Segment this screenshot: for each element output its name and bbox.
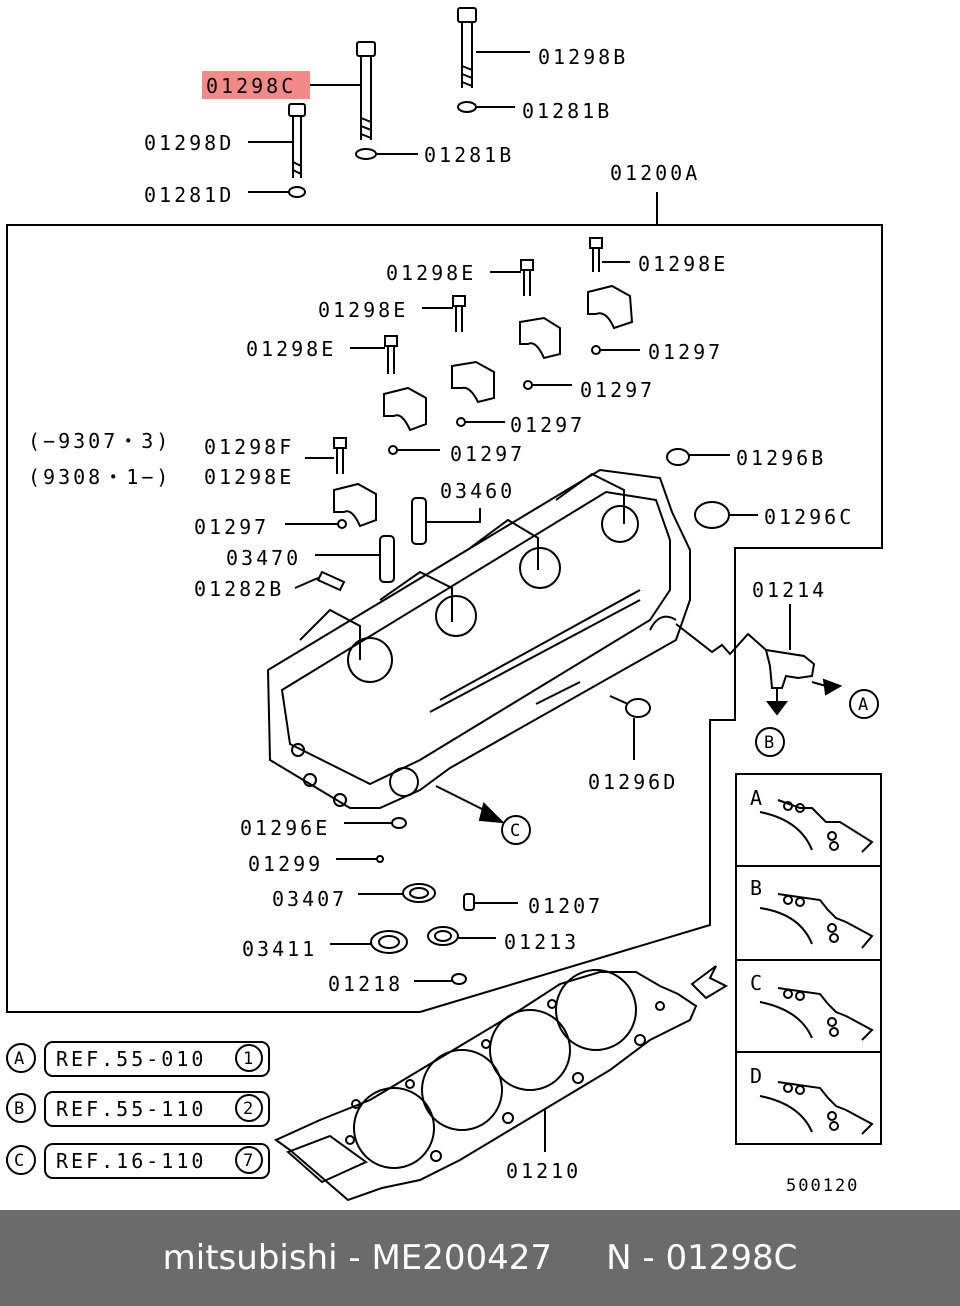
footer-ref-code: 01298C xyxy=(665,1238,798,1278)
variant-a-sketch xyxy=(759,799,874,853)
footer-part-number: ME200427 xyxy=(371,1238,553,1278)
label-01214: 01214 xyxy=(752,578,827,602)
label-01298E-2: 01298E xyxy=(386,261,476,285)
variant-c-sketch xyxy=(759,987,874,1041)
label-01297-2: 01297 xyxy=(580,378,655,402)
ref-b-num: 2 xyxy=(243,1099,255,1119)
part-labels: 01298B 01281B 01298C 01298D 01281B 01281… xyxy=(14,45,870,1196)
variant-label-a: A xyxy=(750,786,765,810)
cylinder-head xyxy=(266,468,691,809)
label-01213: 01213 xyxy=(504,930,579,954)
label-01296B: 01296B xyxy=(736,446,826,470)
dowel-pins xyxy=(285,345,640,529)
footer-bar: mitsubishi - ME200427 N - 01298C xyxy=(0,1210,960,1306)
ref-c-text: REF.16-110 xyxy=(56,1149,206,1173)
ref-a-num: 1 xyxy=(243,1049,255,1069)
parts-diagram: 01298B 01281B 01298C 01298D 01281B 01281… xyxy=(6,7,883,1202)
ref-c-num: 7 xyxy=(243,1151,255,1171)
bolt-01298D xyxy=(248,103,306,178)
ref-a-text: REF.55-010 xyxy=(56,1047,206,1071)
label-01281B: 01281B xyxy=(424,143,514,167)
label-01297-4: 01297 xyxy=(450,442,525,466)
label-01297-3: 01297 xyxy=(510,413,585,437)
highlight-01298C xyxy=(202,71,310,99)
variant-label-c: C xyxy=(750,971,765,995)
label-01281D: 01281D xyxy=(144,183,234,207)
label-01298B: 01298B xyxy=(538,45,628,69)
bolt-01298E-group xyxy=(305,237,630,474)
label-01298D: 01298D xyxy=(144,131,234,155)
label-01296E: 01296E xyxy=(240,816,330,840)
label-01298E-5: 01298E xyxy=(204,465,294,489)
footer-gap xyxy=(552,1238,606,1278)
fitting-01214 xyxy=(764,648,816,689)
footer-sep-2: - xyxy=(631,1238,666,1278)
marker-b: B xyxy=(764,733,776,753)
label-01296C: 01296C xyxy=(764,505,854,529)
bolt-01298C xyxy=(310,41,376,140)
label-03411: 03411 xyxy=(242,937,317,961)
label-01200A: 01200A xyxy=(610,161,700,185)
ref-boxes xyxy=(6,1041,270,1179)
label-01297-5: 01297 xyxy=(194,515,269,539)
label-01218: 01218 xyxy=(328,972,403,996)
label-range-1: (−9307・3) xyxy=(28,429,171,453)
label-01299: 01299 xyxy=(248,852,323,876)
variant-d-sketch xyxy=(759,1081,874,1135)
label-01210: 01210 xyxy=(506,1159,581,1183)
head-gasket xyxy=(274,969,698,1202)
ref-b-letter: B xyxy=(14,1099,26,1119)
cam-caps xyxy=(333,284,634,528)
variant-b-sketch xyxy=(759,893,874,949)
figure-code: 500120 xyxy=(786,1176,859,1196)
variant-label-d: D xyxy=(750,1064,765,1088)
marker-c: C xyxy=(510,821,522,841)
assembly-frame xyxy=(6,224,883,1013)
label-range-2: (9308・1−) xyxy=(28,465,171,489)
label-01298E-1: 01298E xyxy=(638,252,728,276)
label-01298E-3: 01298E xyxy=(318,298,408,322)
ref-c-letter: C xyxy=(14,1151,26,1171)
ref-a-letter: A xyxy=(14,1049,26,1069)
label-01298F: 01298F xyxy=(204,435,294,459)
label-01296D: 01296D xyxy=(588,770,678,794)
label-01297-1: 01297 xyxy=(648,340,723,364)
label-01281B-top: 01281B xyxy=(522,99,612,123)
ref-b-text: REF.55-110 xyxy=(56,1097,206,1121)
label-03460: 03460 xyxy=(440,479,515,503)
marker-a: A xyxy=(858,695,870,715)
footer-sep-1: - xyxy=(337,1238,372,1278)
label-01298E-4: 01298E xyxy=(246,337,336,361)
bolt-01298B xyxy=(457,7,530,88)
footer-ref-label: N xyxy=(606,1238,632,1278)
label-01282B: 01282B xyxy=(194,577,284,601)
label-03407: 03407 xyxy=(272,887,347,911)
footer-brand: mitsubishi xyxy=(162,1238,338,1278)
label-03470: 03470 xyxy=(226,546,301,570)
label-01207: 01207 xyxy=(528,894,603,918)
label-01298C: 01298C xyxy=(206,74,296,98)
variant-label-b: B xyxy=(750,876,765,900)
